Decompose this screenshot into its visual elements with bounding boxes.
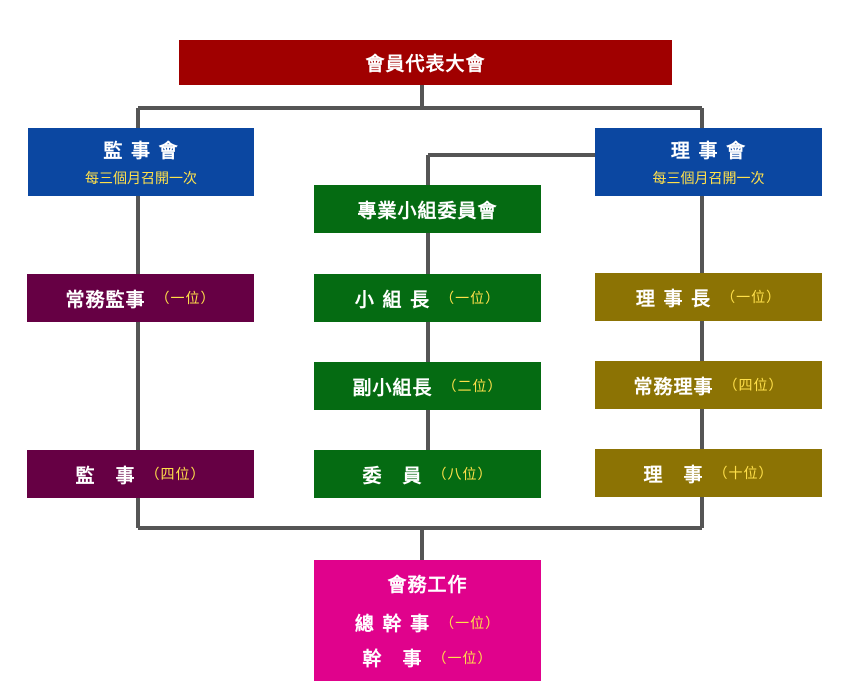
role-title: 常務監事: [65, 288, 146, 311]
role-count: （一位）: [440, 291, 501, 307]
office-title: 會務工作: [387, 574, 468, 596]
general-assembly-box: 會員代表大會: [179, 40, 672, 85]
role-count: （一位）: [721, 290, 782, 306]
committee-box: 專業小組委員會: [314, 185, 541, 233]
office-staff-row: 總 幹 事 （一位）: [355, 609, 500, 636]
role-title: 副小組長: [352, 376, 433, 399]
role-title: 幹 事: [362, 648, 423, 670]
role-title: 監 事: [75, 464, 136, 487]
deputy-team-leader-box: 副小組長 （二位）: [314, 362, 541, 410]
committee-title: 專業小組委員會: [357, 199, 498, 222]
directors-board-schedule: 每三個月召開一次: [652, 171, 765, 187]
role-count: （四位）: [145, 467, 206, 483]
director-box: 理 事 （十位）: [595, 449, 822, 497]
directors-board-title: 理 事 會: [670, 140, 747, 162]
executive-director-box: 常務理事 （四位）: [595, 361, 822, 409]
role-count: （八位）: [432, 467, 493, 483]
team-leader-box: 小 組 長 （一位）: [314, 274, 541, 322]
committee-member-box: 委 員 （八位）: [314, 450, 541, 498]
role-title: 小 組 長: [354, 288, 431, 311]
supervisors-board-box: 監 事 會 每三個月召開一次: [28, 128, 254, 196]
general-assembly-title: 會員代表大會: [365, 53, 486, 75]
role-count: （十位）: [713, 466, 774, 482]
directors-board-box: 理 事 會 每三個月召開一次: [595, 128, 822, 196]
office-staff-row: 幹 事 （一位）: [362, 644, 492, 671]
executive-supervisor-box: 常務監事 （一位）: [27, 274, 254, 322]
role-title: 理 事: [643, 463, 704, 486]
role-count: （二位）: [442, 379, 503, 395]
role-count: （一位）: [155, 291, 216, 307]
supervisors-board-title: 監 事 會: [103, 140, 179, 162]
supervisors-board-schedule: 每三個月召開一次: [85, 171, 197, 187]
role-title: 總 幹 事: [354, 613, 431, 635]
role-count: （一位）: [432, 650, 493, 667]
role-title: 常務理事: [633, 375, 714, 398]
supervisor-box: 監 事 （四位）: [27, 450, 254, 498]
role-count: （四位）: [723, 378, 784, 394]
role-title: 理 事 長: [635, 287, 712, 310]
chairman-box: 理 事 長 （一位）: [595, 273, 822, 321]
role-title: 委 員: [362, 464, 423, 487]
role-count: （一位）: [440, 615, 501, 632]
office-box: 會務工作 總 幹 事 （一位） 幹 事 （一位）: [314, 560, 541, 681]
